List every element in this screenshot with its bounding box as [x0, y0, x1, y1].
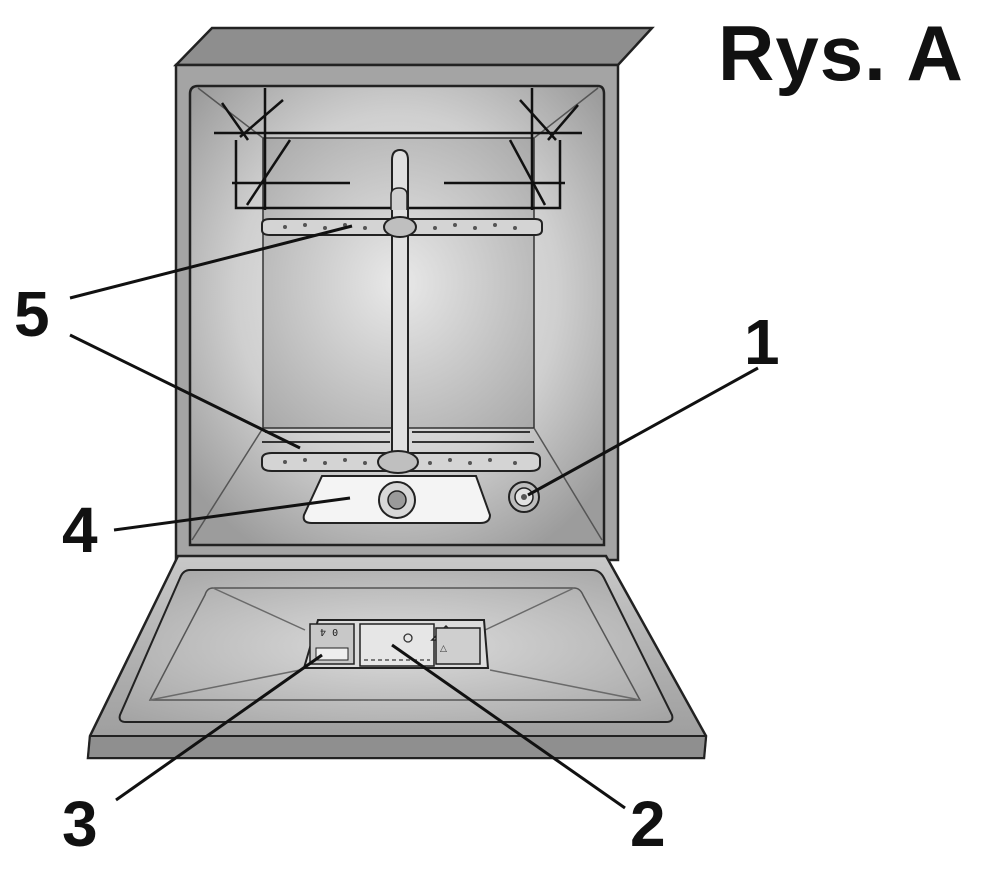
callout-4: 4	[62, 494, 98, 566]
leader-line-3	[115, 653, 323, 802]
dispenser-panel	[302, 619, 490, 669]
callout-2: 2	[630, 788, 666, 860]
salt-container-cap	[508, 481, 540, 513]
leader-line-4	[113, 496, 351, 532]
leader-line-1	[527, 366, 759, 497]
lower-spray-arm	[261, 450, 541, 474]
upper-basket-rails	[214, 88, 582, 210]
cabinet-top	[173, 26, 655, 67]
callout-1: 1	[744, 306, 780, 378]
dispenser-mark-right: △	[440, 644, 447, 654]
door-edge	[86, 735, 708, 759]
leader-line-5b	[69, 333, 301, 450]
callout-5: 5	[14, 278, 50, 350]
upper-spray-arm	[261, 216, 543, 238]
leader-line-5a	[69, 224, 353, 300]
callout-3: 3	[62, 788, 98, 860]
dispenser-mark-left: 0 4	[320, 626, 339, 637]
leader-lines	[69, 224, 759, 810]
leader-line-2	[391, 643, 626, 810]
figure-title: Rys. A	[718, 9, 964, 97]
lower-basket-rails	[262, 431, 534, 443]
detergent-compartment	[359, 623, 435, 667]
